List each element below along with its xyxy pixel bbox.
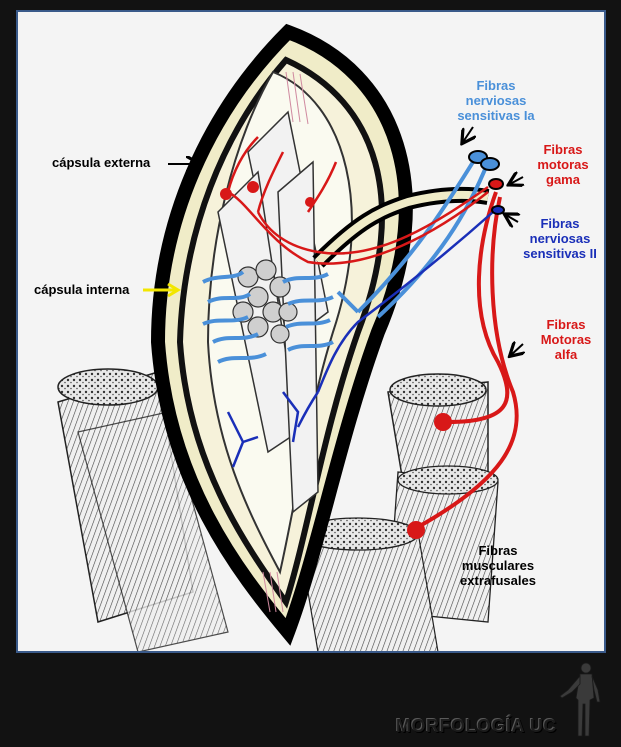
- motor-endplates: [220, 181, 452, 539]
- label-fibras-motoras-alfa: Fibras Motoras alfa: [526, 317, 604, 362]
- label-line: Fibras: [476, 78, 516, 93]
- label-line: Motoras: [540, 332, 592, 347]
- motor-alpha-fibers: [417, 191, 519, 529]
- label-fibras-nerviosas-ii: Fibras nerviosas sensitivas II: [512, 216, 604, 261]
- illustration-panel: cápsula externa cápsula interna Fibras n…: [16, 10, 606, 653]
- label-capsula-externa: cápsula externa: [52, 155, 151, 170]
- sensory-ia-fibers: [202, 160, 490, 364]
- label-line: Fibras: [543, 142, 583, 157]
- label-fibras-musculares: Fibras musculares extrafusales: [448, 543, 548, 588]
- label-line: Fibras: [546, 317, 586, 332]
- label-line: nerviosas: [465, 93, 527, 108]
- label-capsula-interna: cápsula interna: [34, 282, 130, 297]
- label-line: motoras: [537, 157, 589, 172]
- label-fibras-nerviosas-ia: Fibras nerviosas sensitivas Ia: [436, 78, 556, 123]
- nerve-trunk-ends: [468, 150, 505, 215]
- label-line: Fibras: [478, 543, 518, 558]
- footer-logo-text: MORFOLOGÍA UC: [396, 716, 557, 736]
- extrafusal-fibers: [57, 368, 499, 651]
- anatomy-figure-icon: [559, 662, 601, 737]
- label-line: alfa: [554, 347, 578, 362]
- label-line: extrafusales: [460, 573, 536, 588]
- label-line: nerviosas: [529, 231, 591, 246]
- label-line: gama: [546, 172, 580, 187]
- label-line: Fibras: [540, 216, 580, 231]
- muscle-spindle-diagram: [57, 23, 606, 651]
- pointer-arrows: [143, 126, 523, 355]
- label-fibras-motoras-gama: Fibras motoras gama: [523, 142, 603, 187]
- label-line: sensitivas Ia: [457, 108, 535, 123]
- label-line: sensitivas II: [523, 246, 597, 261]
- motor-gamma-fibers: [226, 136, 489, 265]
- sensory-ii-fibers: [226, 211, 494, 468]
- label-line: musculares: [461, 558, 535, 573]
